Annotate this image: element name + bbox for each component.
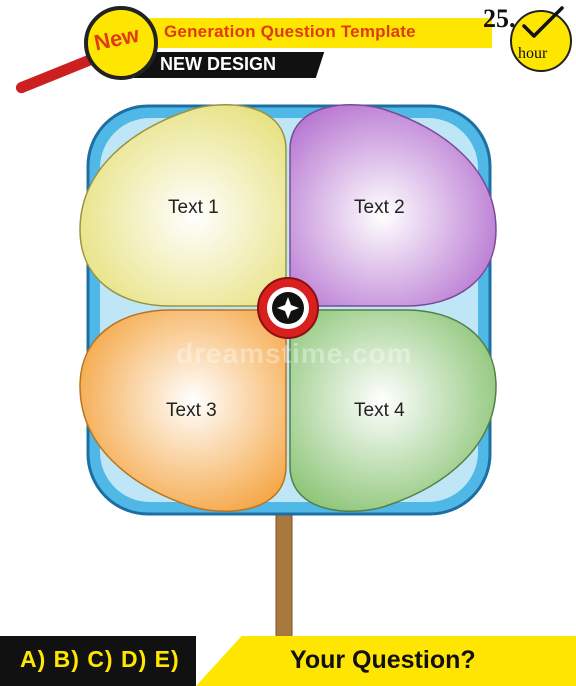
watermark: dreamstime.com — [176, 338, 413, 369]
petal-4-label: Text 4 — [354, 400, 405, 421]
petal-2-label: Text 2 — [354, 197, 405, 218]
petal-4 — [289, 309, 497, 512]
question-text: Your Question? — [290, 646, 476, 674]
petal-3 — [79, 309, 287, 512]
petal-2 — [289, 104, 497, 307]
petal-3-label: Text 3 — [166, 400, 217, 421]
checkmark-icon — [522, 6, 564, 38]
magnifier-lens-icon — [84, 6, 158, 80]
header-title-bar — [128, 18, 492, 48]
answer-options: A) B) C) D) E) — [20, 646, 180, 672]
timer-unit: hour — [518, 45, 548, 62]
header-title: Generation Question Template — [164, 22, 416, 41]
clock-icon — [510, 10, 572, 72]
petal-1 — [79, 104, 287, 307]
question-bar — [196, 636, 576, 686]
petal-1-label: Text 1 — [168, 197, 219, 218]
timer-value: 25. — [483, 4, 516, 33]
answers-bar — [0, 636, 196, 686]
new-design-label: NEW DESIGN — [160, 54, 277, 74]
